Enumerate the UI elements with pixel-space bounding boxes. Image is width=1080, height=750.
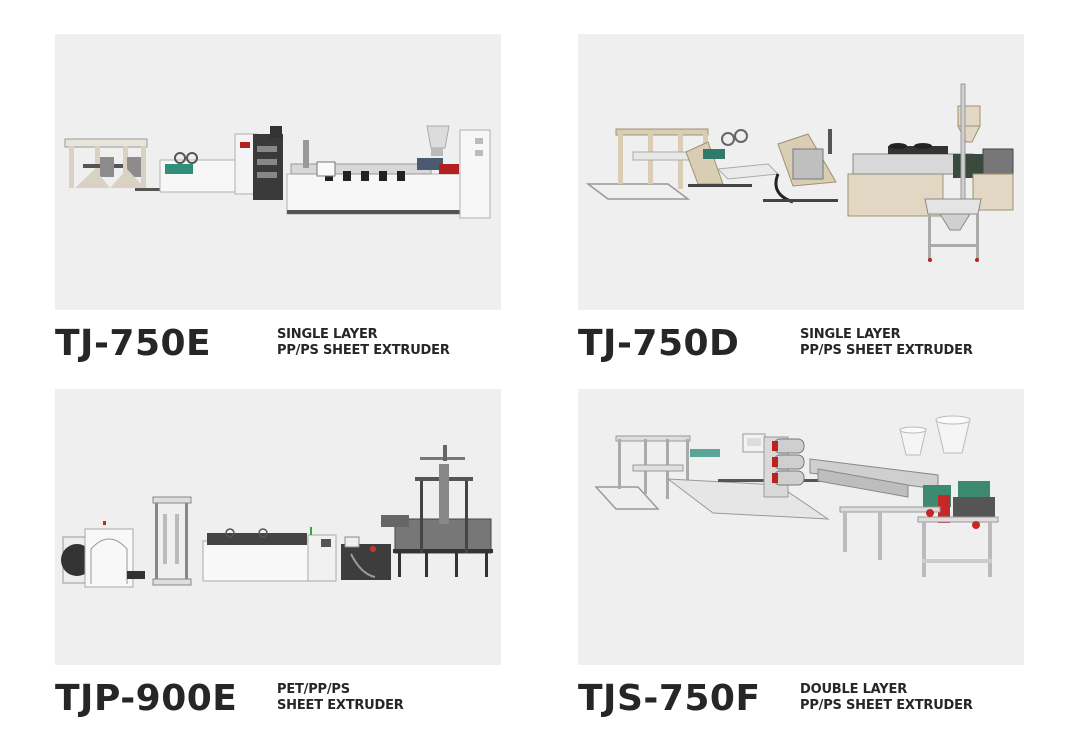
model-number: TJS-750F	[578, 678, 761, 719]
extruder-line-illustration	[61, 445, 493, 588]
product-caption: TJ-750D SINGLE LAYER PP/PS SHEET EXTRUDE…	[578, 324, 1038, 364]
product-caption: TJ-750E SINGLE LAYER PP/PS SHEET EXTRUDE…	[55, 324, 515, 364]
product-image-tjs-750f[interactable]	[578, 389, 1024, 665]
product-image-tj-750d[interactable]	[578, 34, 1024, 310]
product-image-tj-750e[interactable]	[55, 34, 501, 310]
extruder-line-illustration	[64, 125, 491, 219]
product-description: SINGLE LAYER PP/PS SHEET EXTRUDER	[800, 327, 973, 358]
model-number: TJ-750D	[578, 323, 740, 364]
product-description: DOUBLE LAYER PP/PS SHEET EXTRUDER	[800, 682, 973, 713]
model-number: TJ-750E	[55, 323, 212, 364]
product-description: SINGLE LAYER PP/PS SHEET EXTRUDER	[277, 327, 450, 358]
extruder-line-illustration	[585, 83, 1014, 262]
product-caption: TJS-750F DOUBLE LAYER PP/PS SHEET EXTRUD…	[578, 679, 1038, 719]
model-number: TJP-900E	[55, 678, 238, 719]
extruder-line-illustration	[594, 415, 999, 577]
product-caption: TJP-900E PET/PP/PS SHEET EXTRUDER	[55, 679, 515, 719]
product-image-tjp-900e[interactable]	[55, 389, 501, 665]
product-description: PET/PP/PS SHEET EXTRUDER	[277, 682, 404, 713]
